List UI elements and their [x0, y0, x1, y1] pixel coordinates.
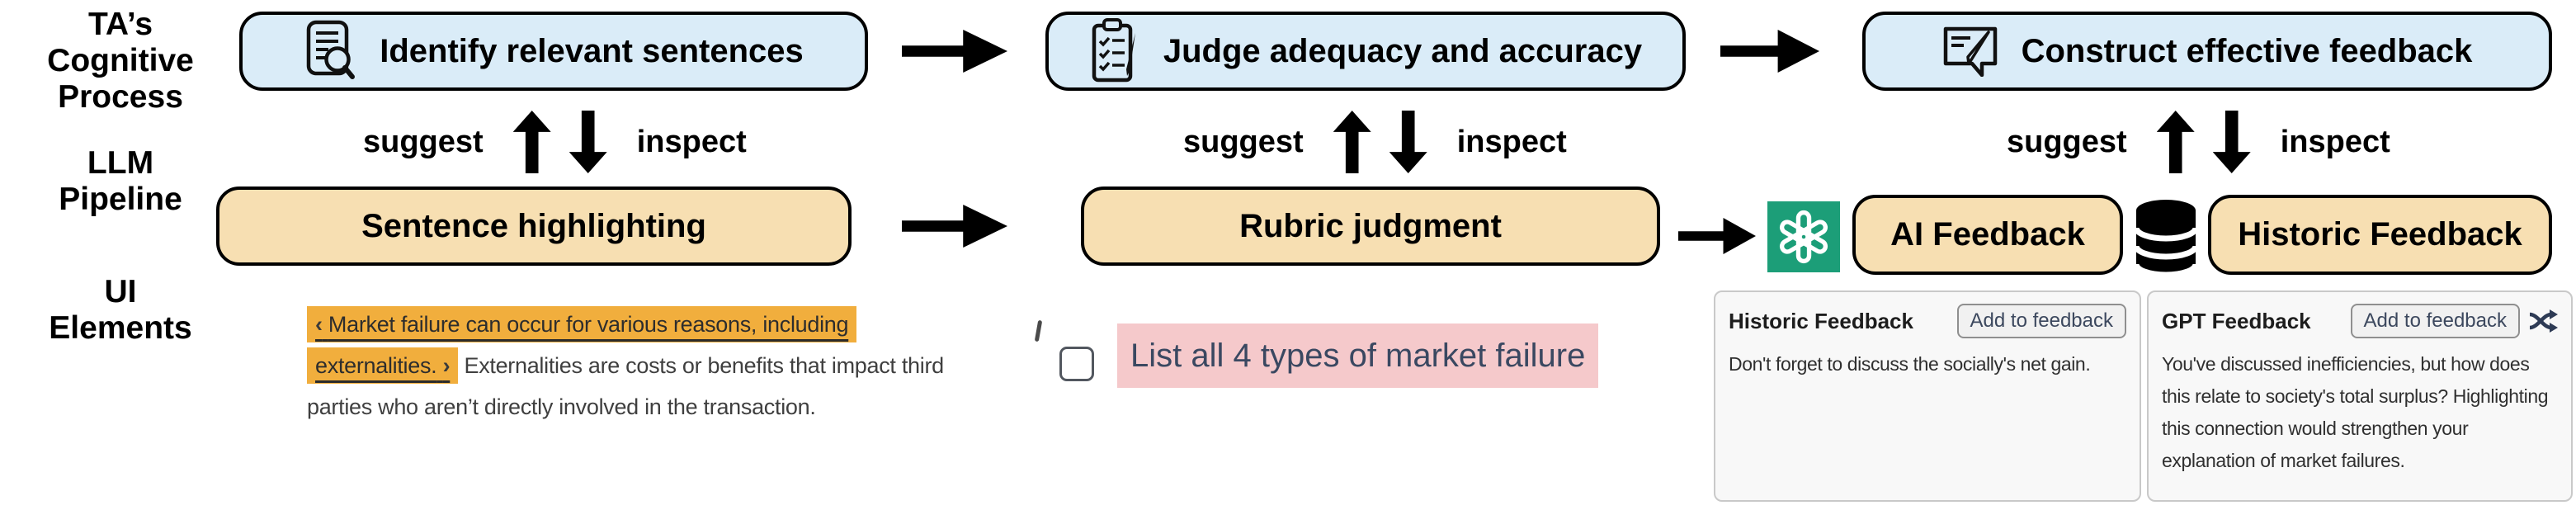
arrow-down-icon: [1389, 111, 1427, 173]
clipboard-checklist-icon: [1092, 18, 1135, 83]
box-rubric-judgment: Rubric judgment: [1081, 187, 1660, 266]
database-icon: [2134, 200, 2198, 277]
box-ai-feedback: AI Feedback: [1852, 195, 2123, 275]
arrow-up-icon: [512, 111, 551, 173]
arrow-right-icon: [902, 30, 1007, 73]
gpt-feedback-card: GPT Feedback Add to feedback You've disc…: [2147, 290, 2573, 502]
connector-group: suggest inspect: [2007, 110, 2390, 174]
arrow-right-icon: [1720, 30, 1819, 73]
card-header: GPT Feedback Add to feedback: [2162, 304, 2558, 338]
rubric-checkbox[interactable]: [1059, 347, 1094, 381]
historic-feedback-card: Historic Feedback Add to feedback Don't …: [1714, 290, 2141, 502]
row-label-pipeline: LLM Pipeline: [59, 145, 182, 217]
suggest-label: suggest: [363, 124, 484, 159]
card-title: Historic Feedback: [1729, 309, 1913, 333]
box-label: Judge adequacy and accuracy: [1163, 32, 1643, 69]
suggest-label: suggest: [2007, 124, 2127, 159]
arrow-up-icon: [1333, 111, 1371, 173]
box-construct-effective-feedback: Construct effective feedback: [1862, 12, 2552, 91]
add-to-feedback-button[interactable]: Add to feedback: [2350, 304, 2520, 338]
box-label: Rubric judgment: [1239, 207, 1502, 244]
highlight-open-handle[interactable]: ‹: [315, 312, 323, 337]
card-header: Historic Feedback Add to feedback: [1729, 304, 2126, 338]
box-historic-feedback: Historic Feedback: [2208, 195, 2552, 275]
box-label: AI Feedback: [1890, 216, 2085, 253]
highlight-close-handle[interactable]: ›: [442, 353, 451, 378]
card-body-text: Don't forget to discuss the socially's n…: [1729, 353, 2091, 375]
suggest-label: suggest: [1183, 124, 1304, 159]
card-title: GPT Feedback: [2162, 309, 2311, 333]
box-label: Historic Feedback: [2238, 216, 2522, 253]
add-to-feedback-button[interactable]: Add to feedback: [1956, 304, 2126, 338]
arrow-right-icon: [1678, 218, 1756, 254]
essay-rest-text: Externalities are costs or benefits that…: [307, 353, 944, 419]
connector-group: suggest inspect: [1183, 110, 1567, 174]
openai-logo-icon: [1767, 201, 1840, 272]
box-label: Identify relevant sentences: [380, 32, 804, 69]
inspect-label: inspect: [2280, 124, 2390, 159]
row-label-ui: UI Elements: [49, 274, 192, 346]
rubric-item-label[interactable]: List all 4 types of market failure: [1117, 323, 1599, 388]
connector-group: suggest inspect: [363, 110, 747, 174]
inspect-label: inspect: [636, 124, 747, 159]
stray-mark: [1034, 319, 1043, 342]
arrow-up-icon: [2156, 111, 2195, 173]
box-identify-relevant-sentences: Identify relevant sentences: [239, 12, 868, 91]
arrow-down-icon: [569, 111, 607, 173]
arrow-right-icon: [902, 205, 1007, 248]
box-label: Construct effective feedback: [2021, 32, 2473, 69]
box-label: Sentence highlighting: [361, 207, 706, 244]
inspect-label: inspect: [1456, 124, 1567, 159]
arrow-down-icon: [2212, 111, 2251, 173]
box-sentence-highlighting: Sentence highlighting: [216, 187, 852, 266]
box-judge-adequacy-accuracy: Judge adequacy and accuracy: [1045, 12, 1686, 91]
essay-paragraph: ‹ Market failure can occur for various r…: [307, 304, 959, 427]
card-body-text: You've discussed inefficiencies, but how…: [2162, 353, 2549, 471]
highlighted-text: Market failure can occur for various rea…: [315, 312, 849, 378]
feedback-compose-icon: [1943, 26, 1997, 77]
document-search-icon: [306, 20, 356, 79]
row-label-cognitive: TA’s Cognitive Process: [47, 7, 194, 115]
shuffle-icon[interactable]: [2528, 308, 2558, 334]
